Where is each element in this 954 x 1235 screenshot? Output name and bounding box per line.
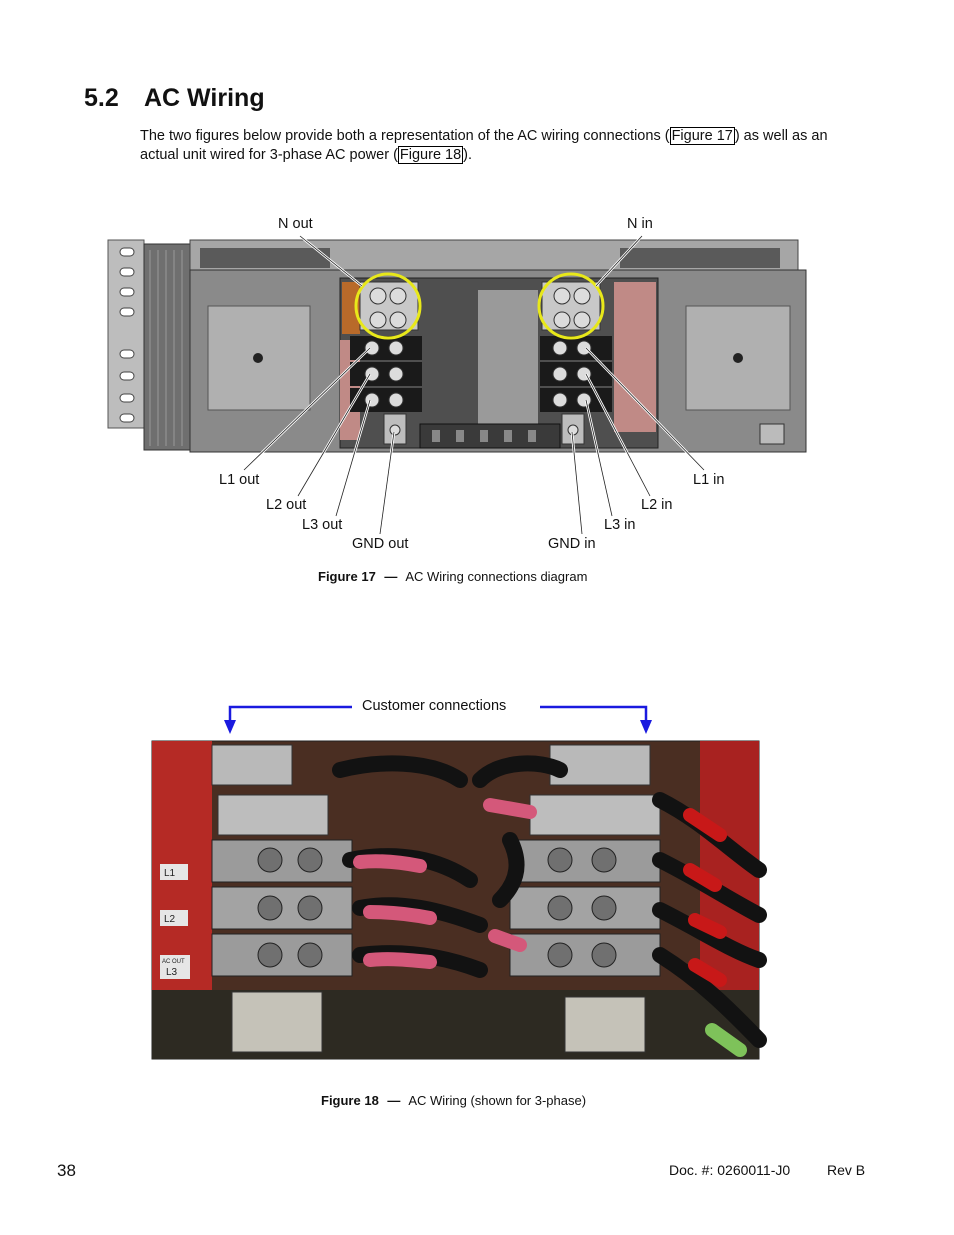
customer-connections-bracket [228, 705, 648, 726]
page-number: 38 [57, 1161, 76, 1180]
figure-17-link[interactable]: Figure 17 [669, 127, 735, 145]
label-n-in: N in [627, 216, 653, 232]
figure-18-photo: L1 L2 AC OUT L3 [151, 740, 767, 1060]
intro-paragraph: The two figures below provide both a rep… [140, 127, 860, 165]
arrow-down-icon [224, 720, 236, 734]
section-number: 5.2 [84, 84, 119, 112]
n-out-highlight [354, 272, 422, 340]
figure-18-caption-sep: — [387, 1093, 401, 1108]
left-fan-plate [207, 305, 311, 411]
figure-18-caption: Figure 18 — AC Wiring (shown for 3-phase… [321, 1093, 586, 1108]
photo-label-l1: L1 [164, 868, 176, 879]
label-n-out: N out [278, 216, 313, 232]
revision: Rev B [827, 1162, 866, 1178]
figure-17-caption: Figure 17 — AC Wiring connections diagra… [318, 569, 587, 584]
section-heading: 5.2 AC Wiring [84, 84, 265, 113]
side-mesh-panel [143, 243, 191, 451]
figure-18-caption-label: Figure 18 [321, 1093, 379, 1108]
intro-text-3: ). [463, 147, 473, 163]
section-title: AC Wiring [144, 84, 265, 112]
right-terminal-block [540, 281, 612, 445]
photo-label-l3: L3 [166, 967, 178, 978]
photo-label-l2: L2 [164, 914, 176, 925]
photo-label-ac-out: AC OUT [162, 959, 185, 965]
label-gnd-in: GND in [548, 536, 596, 552]
figure-18-caption-text: AC Wiring (shown for 3-phase) [408, 1093, 587, 1108]
label-l1-in: L1 in [693, 472, 725, 488]
label-l3-out: L3 out [302, 517, 343, 533]
label-l3-in: L3 in [604, 517, 636, 533]
doc-number: Doc. #: 0260011-J0 [669, 1162, 791, 1178]
arrow-down-icon [640, 720, 652, 734]
intro-text-1: The two figures below provide both a rep… [140, 128, 670, 144]
figure-17-caption-label: Figure 17 [318, 569, 376, 584]
label-gnd-out: GND out [352, 536, 409, 552]
left-terminal-block [350, 281, 422, 445]
intro-text-2: ) as well as an actual unit wired for 3-… [140, 128, 828, 163]
label-l2-in: L2 in [641, 497, 673, 513]
label-l1-out: L1 out [219, 472, 260, 488]
bus-bar [419, 423, 561, 449]
figure-17-caption-text: AC Wiring connections diagram [405, 569, 588, 584]
figure-17-caption-sep: — [384, 569, 398, 584]
figure-18-link[interactable]: Figure 18 [397, 146, 464, 164]
customer-connections-label: Customer connections [362, 698, 507, 714]
n-in-highlight [537, 272, 605, 340]
label-l2-out: L2 out [266, 497, 307, 513]
